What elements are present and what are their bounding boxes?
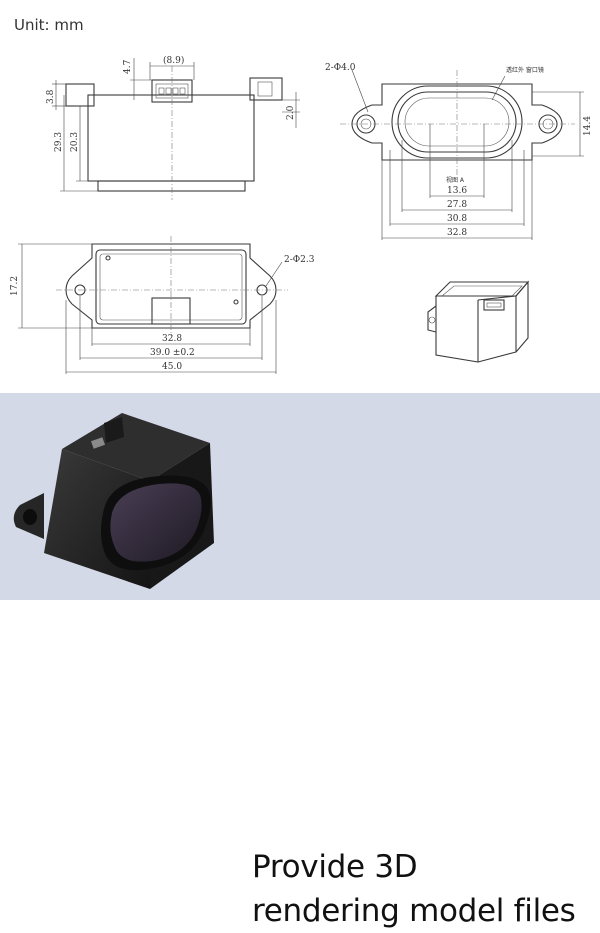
front-dim-flange-thickness: 2.0 bbox=[286, 105, 296, 120]
lens-dim-body: 32.8 bbox=[447, 228, 467, 238]
lens-dim-height: 14.4 bbox=[583, 116, 593, 136]
lens-view: 2-Φ4.0 透红外 窗口镜 视图 A 14.4 13.6 27.8 30.8 … bbox=[325, 63, 593, 240]
front-dim-flange-height: 3.8 bbox=[46, 89, 56, 104]
top-dim-depth: 17.2 bbox=[10, 276, 20, 296]
banner: Provide 3D rendering model files bbox=[0, 393, 600, 929]
lens-dim-window-inner: 13.6 bbox=[447, 186, 467, 196]
banner-line-2: rendering model files bbox=[252, 893, 576, 929]
front-view: (8.9) 4.7 3.8 29.3 20.3 2.0 bbox=[46, 55, 300, 200]
lens-window-note: 透红外 窗口镜 bbox=[506, 66, 544, 74]
sensor-3d-render bbox=[13, 413, 214, 589]
technical-drawing: (8.9) 4.7 3.8 29.3 20.3 2.0 bbox=[10, 55, 593, 374]
front-dim-connector-width: (8.9) bbox=[163, 55, 184, 66]
unit-label: Unit: mm bbox=[14, 16, 84, 34]
front-dim-total-height: 29.3 bbox=[54, 132, 64, 152]
top-hole-callout: 2-Φ2.3 bbox=[284, 255, 315, 265]
isometric-view bbox=[427, 280, 530, 363]
lens-dim-window-outer: 27.8 bbox=[447, 200, 467, 210]
front-dim-body-height: 20.3 bbox=[70, 132, 80, 152]
lens-view-label: 视图 A bbox=[446, 176, 465, 184]
top-dim-overall: 45.0 bbox=[162, 362, 182, 372]
lens-hole-callout: 2-Φ4.0 bbox=[325, 63, 356, 73]
front-dim-connector-height: 4.7 bbox=[123, 59, 133, 74]
lens-dim-frame: 30.8 bbox=[447, 214, 467, 224]
top-view: 2-Φ2.3 17.2 32.8 39.0 ±0.2 45.0 bbox=[10, 236, 315, 374]
banner-text: Provide 3D rendering model files bbox=[252, 845, 576, 933]
top-dim-body: 32.8 bbox=[162, 334, 182, 344]
banner-line-1: Provide 3D bbox=[252, 849, 418, 885]
top-dim-hole-spacing: 39.0 ±0.2 bbox=[150, 348, 195, 358]
